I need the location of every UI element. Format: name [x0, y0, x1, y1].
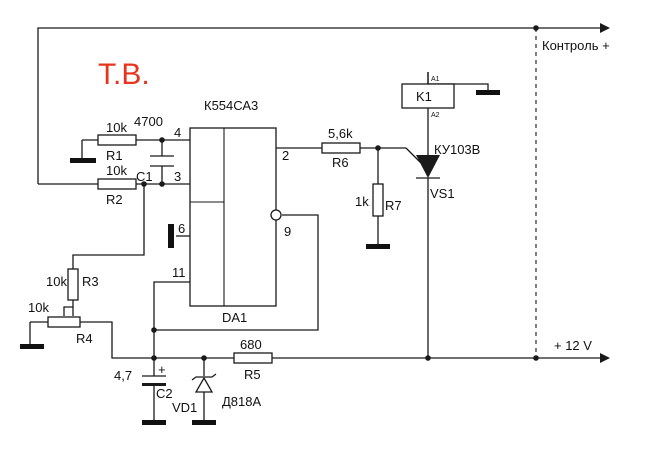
wire-r3-link	[72, 184, 145, 316]
wire-pin11	[153, 281, 190, 358]
ground-symbol	[192, 420, 216, 425]
resistor-r7	[372, 183, 384, 217]
junction-dot	[375, 145, 381, 151]
grounds	[20, 90, 500, 425]
c1-ref: C1	[136, 169, 153, 184]
junction-dot	[201, 355, 207, 361]
r4-ref: R4	[76, 331, 93, 346]
ground-symbol	[476, 90, 500, 95]
zener-bar	[191, 373, 217, 381]
c2-value: 4,7	[114, 368, 132, 383]
zener-vd1	[191, 373, 217, 393]
resistor-r1	[97, 134, 137, 146]
k1-pin-a1: А1	[431, 76, 440, 83]
ic-pin-4: 4	[174, 125, 181, 140]
junction-dot	[533, 355, 539, 361]
r5-ref: R5	[244, 367, 261, 382]
ground-symbol	[366, 244, 390, 249]
junction-dot	[425, 355, 431, 361]
vd1-ref: VD1	[172, 400, 197, 415]
ic-pin-11: 11	[172, 265, 186, 280]
ground-symbol	[20, 344, 44, 349]
junction-dot	[159, 181, 165, 187]
r3-ref: R3	[82, 274, 99, 289]
vs1-part: КУ103В	[434, 142, 480, 157]
junction-dot	[151, 327, 157, 333]
ic-pin-2: 2	[282, 148, 289, 163]
resistor-r3	[67, 268, 79, 301]
r7-ref: R7	[385, 198, 402, 213]
r6-value: 5,6k	[328, 126, 353, 141]
c2-plate-bottom	[142, 383, 166, 386]
capacitor-c2	[142, 375, 166, 386]
terminal-supply-label: + 12 V	[554, 338, 592, 353]
resistor-r5	[233, 352, 273, 364]
resistor-r2	[97, 178, 137, 190]
junction-dot	[533, 25, 539, 31]
r5-value: 680	[240, 337, 262, 352]
capacitor-c1	[150, 155, 174, 167]
ic-part-label: К554СА3	[204, 98, 258, 113]
r6-ref: R6	[332, 155, 349, 170]
c2-polarity: +	[158, 362, 166, 377]
r1-value: 10k	[106, 120, 127, 135]
junction-dot	[141, 181, 147, 187]
resistor-r6	[321, 142, 361, 154]
r3-value: 10k	[46, 274, 67, 289]
ic-da1	[189, 127, 282, 307]
r1-ref: R1	[106, 148, 123, 163]
zener-triangle	[194, 376, 214, 393]
arrow-supply	[600, 353, 610, 363]
ic-pin-6: 6	[178, 221, 185, 236]
ic-inverting-output	[270, 209, 282, 221]
k1-ref: K1	[416, 89, 432, 104]
c2-ref: C2	[156, 386, 173, 401]
ground-symbol	[70, 158, 96, 163]
r4-value: 10k	[28, 300, 49, 315]
ground-symbol	[168, 224, 174, 248]
thyristor-triangle	[416, 155, 440, 178]
ic-body	[189, 127, 277, 307]
terminal-control-label: Контроль +	[542, 38, 610, 53]
wire-pin9	[154, 214, 319, 331]
thyristor-vs1	[416, 155, 440, 179]
ic-ref-label: DA1	[222, 310, 247, 325]
c1-value: 4700	[134, 114, 163, 129]
wire-control-line	[37, 27, 600, 184]
vs1-ref: VS1	[430, 186, 455, 201]
junctions	[141, 25, 539, 361]
arrow-control	[600, 23, 610, 33]
r4-wiper	[63, 306, 73, 316]
r7-value: 1k	[355, 194, 369, 209]
junction-dot	[159, 137, 165, 143]
author-stamp: Т.В.	[98, 58, 150, 91]
k1-pin-a2: А2	[431, 112, 440, 119]
ground-symbol	[142, 420, 166, 425]
r2-value: 10k	[106, 163, 127, 178]
vd1-part: Д818А	[222, 394, 261, 409]
junction-dot	[151, 355, 157, 361]
r2-ref: R2	[106, 192, 123, 207]
ic-pin-9: 9	[284, 224, 291, 239]
resistor-r4	[47, 316, 81, 328]
ic-pin-3: 3	[174, 169, 181, 184]
